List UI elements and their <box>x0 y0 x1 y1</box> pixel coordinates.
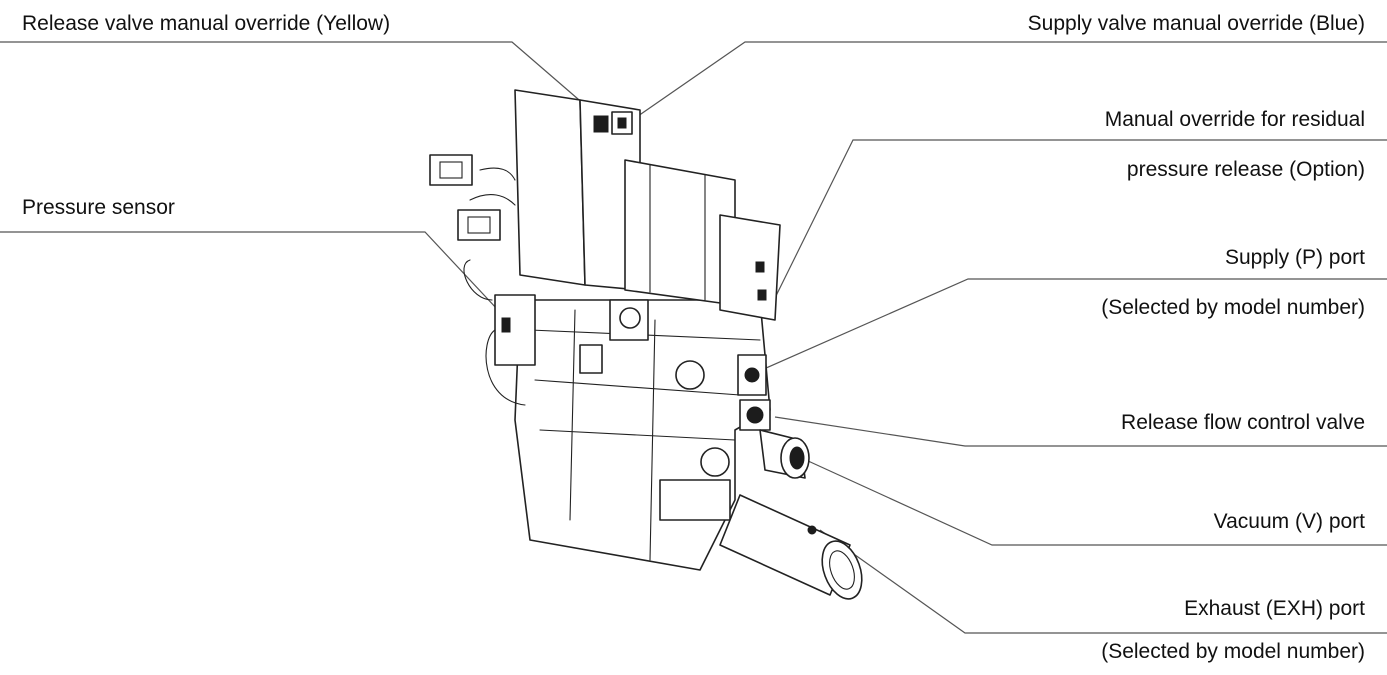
label-release-flow-valve: Release flow control valve <box>1121 411 1365 434</box>
label-release-valve-override: Release valve manual override (Yellow) <box>22 12 391 35</box>
release-solenoid <box>514 89 586 286</box>
supply-port-hole <box>744 367 760 383</box>
leader-release-valve-override <box>0 41 601 119</box>
exhaust-tube-end-inner <box>829 550 855 590</box>
vacuum-port-bore <box>789 446 805 470</box>
exhaust-tube-end <box>821 540 863 600</box>
connector-lower-face <box>467 216 491 234</box>
lower-step <box>659 479 731 521</box>
pressure-sensor-dot <box>501 317 511 333</box>
pressure-sensor-block <box>494 294 536 366</box>
sensor-hose <box>485 329 526 406</box>
exhaust-leader-dot <box>807 525 817 535</box>
label-vacuum-port: Vacuum (V) port <box>1213 510 1365 533</box>
leader-residual-override <box>769 139 1387 309</box>
label-residual-override-line1: Manual override for residual <box>1104 108 1365 131</box>
connector-upper-face <box>439 161 463 179</box>
leader-lines <box>0 41 1387 634</box>
lower-body-line5 <box>649 319 656 561</box>
residual-override-knob2 <box>757 289 767 301</box>
connector-upper <box>429 154 473 186</box>
lower-body-line4 <box>569 309 576 521</box>
port-round-b <box>700 447 730 477</box>
lower-body-line2 <box>534 379 741 396</box>
leader-pressure-sensor <box>0 231 513 326</box>
label-residual-override-line2: pressure release (Option) <box>1126 158 1365 181</box>
label-supply-port-line2: (Selected by model number) <box>1101 296 1365 319</box>
leader-vacuum-port <box>794 454 1387 546</box>
connector-lower <box>457 209 501 241</box>
leader-supply-port <box>756 278 1387 373</box>
label-supply-valve-override: Supply valve manual override (Blue) <box>1027 12 1365 35</box>
leader-supply-valve-override <box>624 41 1387 126</box>
residual-override-knob <box>755 261 765 273</box>
release-flow-valve-knob <box>746 406 764 424</box>
ejector-unit <box>429 89 863 600</box>
window-a <box>579 344 603 374</box>
cable-lower <box>479 167 516 181</box>
label-supply-port-line1: Supply (P) port <box>1224 246 1365 269</box>
supply-override-button-core <box>617 117 627 129</box>
sensor-cable <box>463 259 493 301</box>
release-override-button <box>593 115 609 133</box>
label-exhaust-port-line2: (Selected by model number) <box>1101 640 1365 663</box>
label-pressure-sensor: Pressure sensor <box>22 196 175 219</box>
port-round-a <box>675 360 705 390</box>
leader-exhaust-port <box>819 529 1387 634</box>
cable-upper <box>469 194 516 206</box>
leader-release-flow-valve <box>774 416 1387 447</box>
supply-solenoid <box>624 159 736 306</box>
center-post-hole <box>619 307 641 329</box>
residual-release-block <box>719 214 781 321</box>
label-exhaust-port-line1: Exhaust (EXH) port <box>1184 597 1365 620</box>
